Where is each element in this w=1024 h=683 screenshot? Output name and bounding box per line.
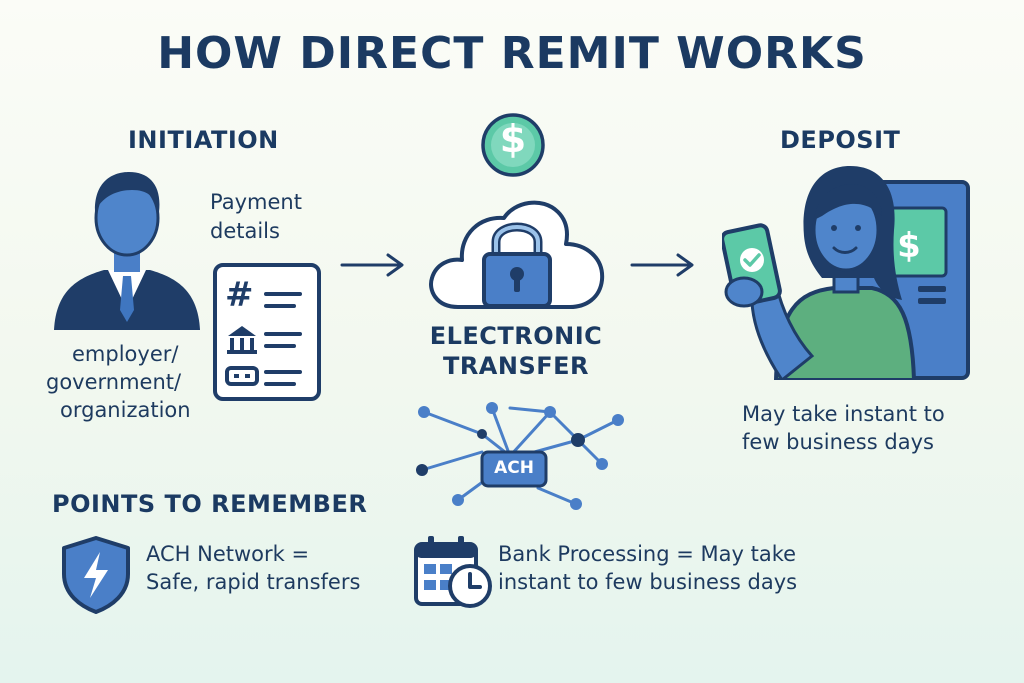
arrow-right-icon [340,253,404,277]
deposit-timing-line1: May take instant to [742,402,945,426]
payment-details-label-line2: details [210,219,280,243]
initiation-heading: INITIATION [128,126,279,154]
point1-line1: ACH Network = [146,542,310,566]
employer-person-icon [54,172,200,330]
sender-label-line3: organization [60,398,191,422]
point1-line2: Safe, rapid transfers [146,570,361,594]
recipient-atm-illustration [722,166,970,380]
point2-line1: Bank Processing = May take [498,542,797,566]
points-heading: POINTS TO REMEMBER [52,490,368,518]
payment-form-icon [213,263,321,401]
atm-dollar-symbol: $ [897,226,921,266]
deposit-heading: DEPOSIT [780,126,901,154]
dollar-coin-icon [481,113,545,177]
calendar-clock-icon [414,536,492,608]
hash-glyph: # [225,275,254,315]
page-title: HOW DIRECT REMIT WORKS [157,28,867,79]
shield-lightning-icon [62,536,130,614]
deposit-timing-line2: few business days [742,430,934,454]
arrow-right-icon [630,253,694,277]
ach-network-icon [416,402,624,510]
sender-label-line1: employer/ [72,342,179,366]
sender-label-line2: government/ [46,370,182,394]
ach-badge-label: ACH [494,458,534,478]
point2-line2: instant to few business days [498,570,798,594]
transfer-label-line2: TRANSFER [442,352,590,380]
dollar-coin-symbol: $ [499,117,527,161]
payment-details-label-line1: Payment [210,190,302,214]
cloud-lock-icon [429,200,605,309]
transfer-label-line1: ELECTRONIC [429,322,603,350]
